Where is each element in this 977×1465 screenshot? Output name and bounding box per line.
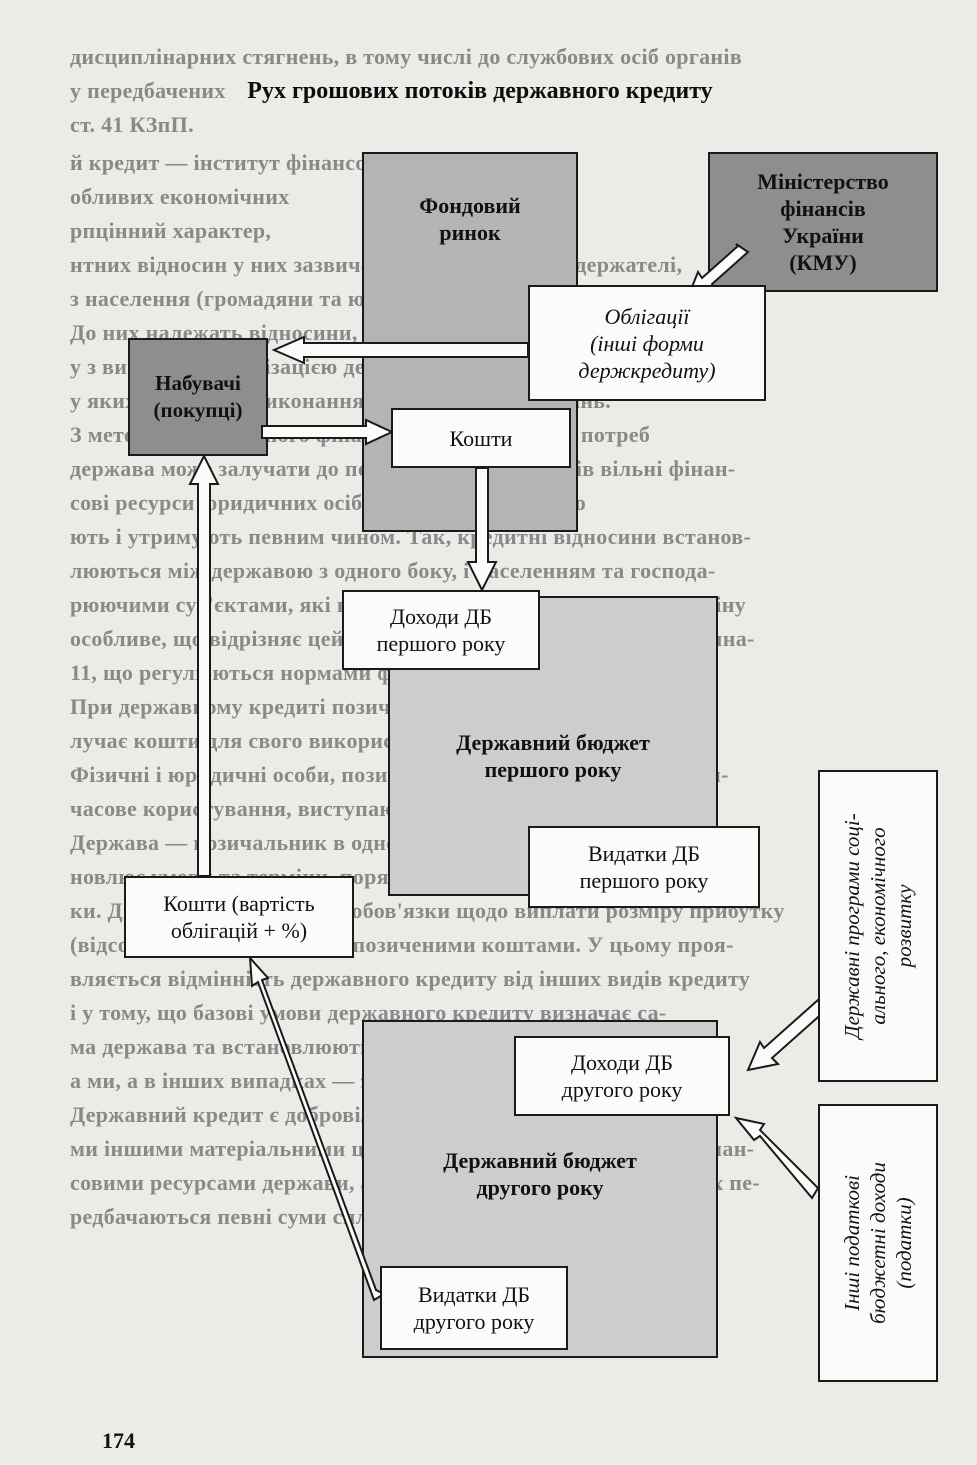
repayment-line2: облігацій + %) <box>170 918 308 943</box>
arrow-expenses2-to-repayment <box>248 955 387 1302</box>
budget1-line1: Державний бюджет <box>456 730 650 755</box>
revenue1-line1: Доходи ДБ <box>389 604 493 629</box>
arrow-funds-to-revenue1 <box>466 467 498 593</box>
node-tax-revenues: Інші податкові бюджетні доходи (податки) <box>818 1104 938 1382</box>
repayment-line1: Кошти (вартість <box>163 891 315 916</box>
diagram-title: Рух грошових потоків державного кредиту <box>247 78 713 104</box>
ministry-line1: Міністерство <box>757 169 889 194</box>
expenses2-line1: Видатки ДБ <box>417 1282 531 1307</box>
page-number: 174 <box>102 1428 135 1453</box>
budget2-line2: другого року <box>476 1175 604 1200</box>
stock-market-line1: Фондовий <box>419 193 521 218</box>
budget2-line1: Державний бюджет <box>443 1148 637 1173</box>
arrow-buyers-to-funds <box>261 418 395 446</box>
arrow-programs-to-revenue2 <box>746 998 828 1072</box>
revenue2-line2: другого року <box>561 1077 683 1102</box>
bonds-line2: (інші форми <box>590 330 704 356</box>
ministry-line4: (КМУ) <box>789 250 857 275</box>
arrow-taxes-to-revenue2 <box>733 1116 820 1200</box>
programs-line3: розвитку <box>892 884 916 968</box>
body-line-6: рпцінний характер, <box>70 218 272 243</box>
node-state-programs: Державні програми соці- ального, економі… <box>818 770 938 1082</box>
body-line-5: обливих економічних <box>70 184 290 209</box>
expenses2-line2: другого року <box>413 1309 535 1334</box>
expenses1-line2: першого року <box>579 868 709 893</box>
revenue2-line1: Доходи ДБ <box>570 1050 674 1075</box>
body-line-3: ст. 41 КЗпП. <box>70 112 194 137</box>
revenue1-line2: першого року <box>376 631 506 656</box>
node-buyers: Набувачі (покупці) <box>128 338 268 456</box>
funds-label: Кошти <box>449 425 513 451</box>
node-funds: Кошти <box>391 408 571 468</box>
bonds-line1: Облігації <box>604 303 690 329</box>
buyers-line2: (покупці) <box>153 398 243 422</box>
arrow-bonds-to-buyers <box>271 335 529 365</box>
stock-market-line2: ринок <box>439 220 501 245</box>
body-line-16: люються між державою з одного боку, і на… <box>70 558 716 583</box>
body-line-2: у передбачених <box>70 78 226 103</box>
ministry-line3: України <box>782 223 864 248</box>
taxes-line1: Інші податкові <box>840 1175 864 1311</box>
body-line-1: дисциплінарних стягнень, в тому числі до… <box>70 44 743 69</box>
expenses1-line1: Видатки ДБ <box>587 841 701 866</box>
programs-line2: ального, економічного <box>866 827 890 1025</box>
ministry-line2: фінансів <box>780 196 866 221</box>
programs-line1: Державні програми соці- <box>840 813 864 1039</box>
bonds-line3: держкредиту) <box>578 357 716 383</box>
buyers-line1: Набувачі <box>155 371 241 395</box>
arrow-repayment-to-buyers <box>188 453 220 877</box>
taxes-line2: бюджетні доходи <box>866 1162 890 1324</box>
taxes-line3: (податки) <box>892 1197 916 1289</box>
budget1-line2: першого року <box>484 757 622 782</box>
body-line-28: вляється відмінність державного кредиту … <box>70 966 751 991</box>
